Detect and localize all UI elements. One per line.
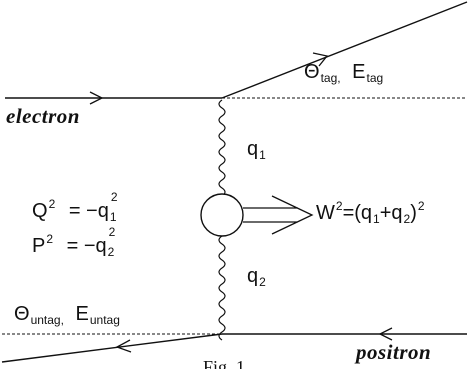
q1-label: q1: [247, 138, 266, 162]
q2-label: q2: [247, 265, 266, 289]
tagged-electron-line: [221, 1, 468, 99]
positron-label: positron: [356, 340, 432, 364]
photon-q1-wavy-line: [218, 99, 226, 197]
hadronic-final-state-arrow: [243, 195, 314, 235]
tagged-label: Θtag, Etag: [304, 61, 384, 85]
w2-invariant-mass-equation: W2=(q1+q2)2: [316, 199, 425, 226]
untagged-positron-arrow: [115, 339, 132, 353]
electron-label: electron: [6, 104, 80, 128]
e-untag-symbol: E: [75, 303, 89, 325]
electron-incoming-arrow: [89, 91, 104, 105]
theta-tag-symbol: Θ: [304, 61, 320, 83]
positron-incoming-arrow: [378, 327, 393, 341]
tagged-electron-arrow: [312, 52, 329, 67]
e-tag-symbol: E: [352, 61, 366, 83]
two-photon-blob: [200, 193, 244, 237]
figure-caption: Fig. 1: [203, 357, 246, 369]
untagged-positron-line: [1, 333, 223, 363]
theta-untag-symbol: Θ: [14, 303, 30, 325]
photon-q2-wavy-line: [218, 235, 226, 341]
untagged-label: Θuntag, Euntag: [14, 303, 120, 327]
